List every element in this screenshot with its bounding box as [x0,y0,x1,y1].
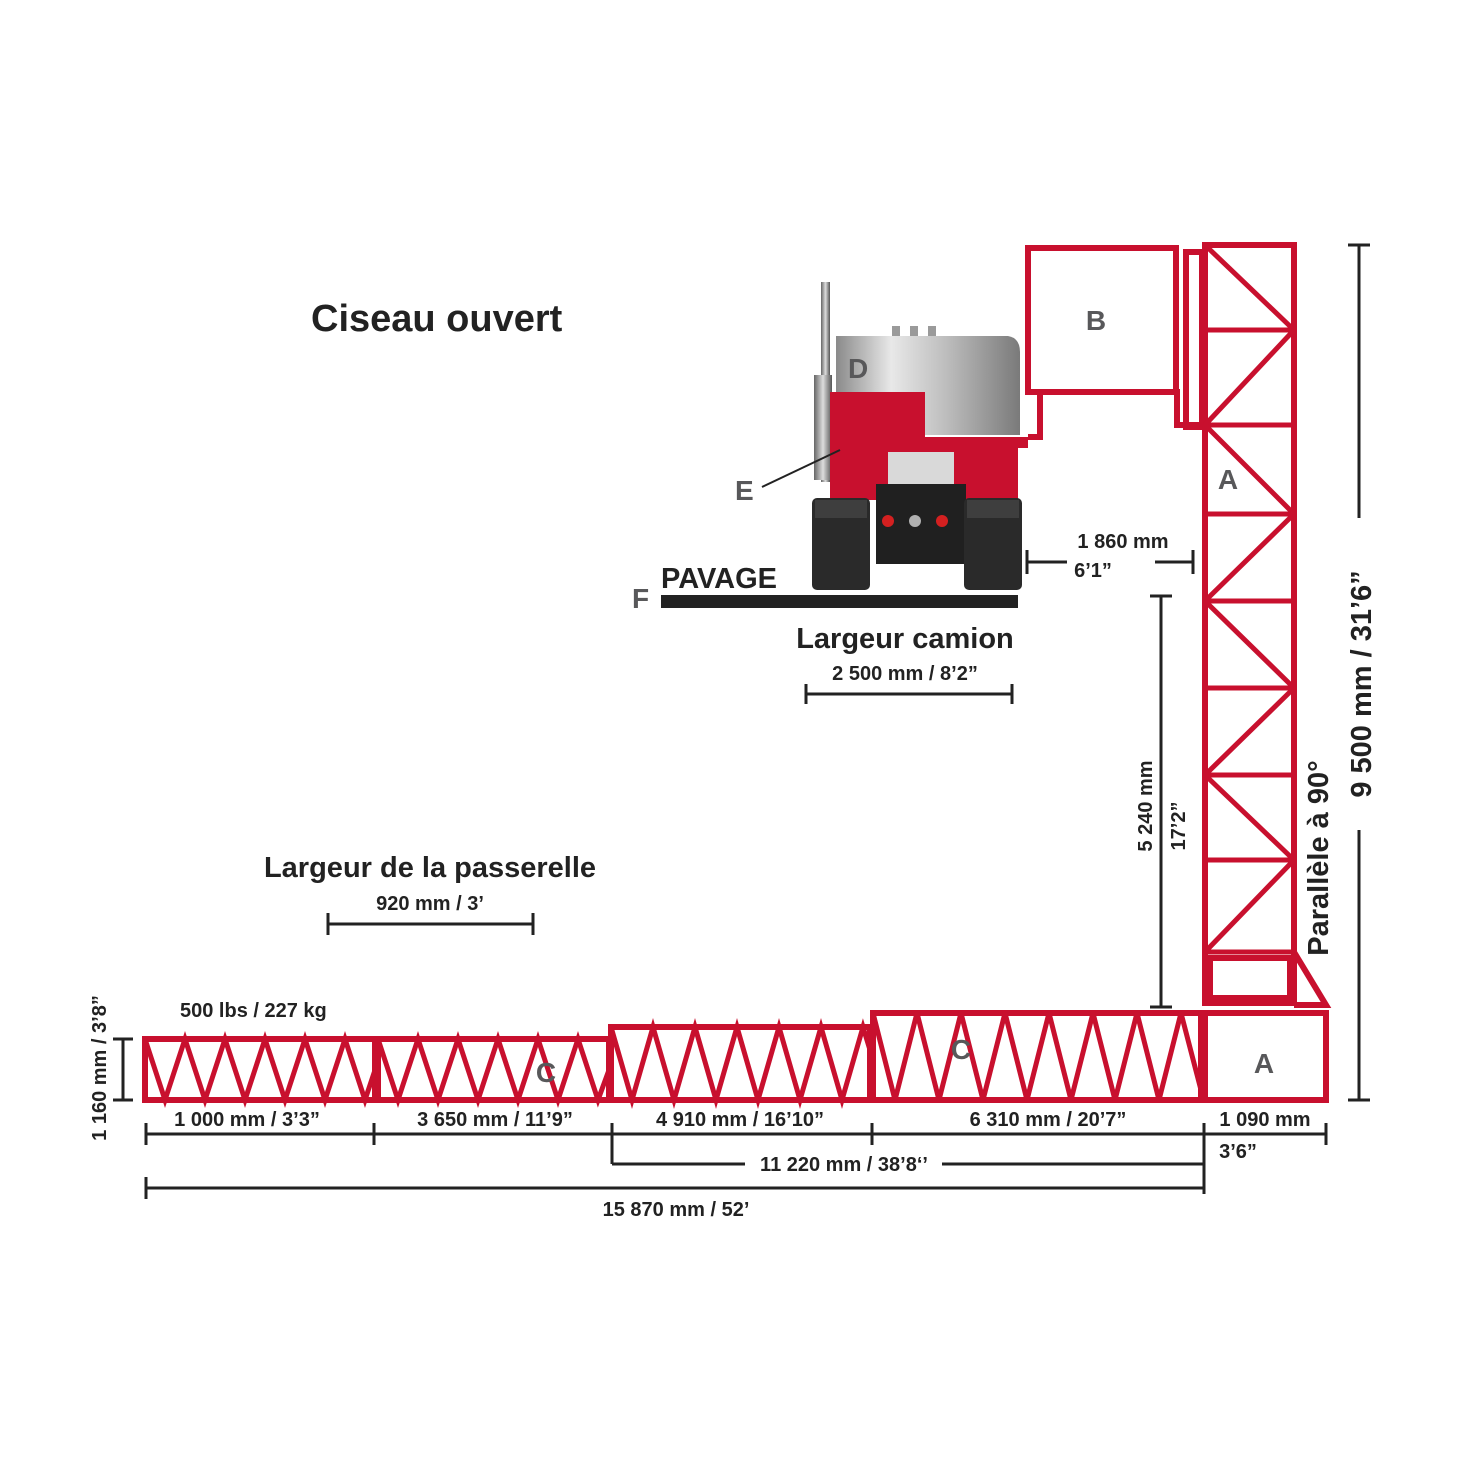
total-height: 9 500 mm / 31’6” [1346,570,1378,797]
label-d: D [848,353,868,384]
section-b [1025,245,1205,440]
label-a-base: A [1254,1048,1274,1079]
label-b: B [1086,305,1106,336]
label-e-leader [761,449,841,488]
segment-4-label: 6 310 mm / 20’7” [970,1109,1127,1131]
vertical-reach-mm: 5 240 mm [1135,760,1157,851]
clearance-dimension [1025,550,1195,574]
walkway-width-value: 920 mm / 3’ [376,893,484,915]
segment-5-label: 1 090 mm [1219,1109,1310,1131]
vertical-reach-ft: 17’2” [1168,802,1190,851]
label-e: E [735,475,754,506]
load-rating: 500 lbs / 227 kg [180,1000,327,1022]
label-f: F [632,583,649,614]
walkway-seg-3 [608,1017,873,1110]
clearance-ft: 6’1” [1074,560,1112,582]
parallel-note: Parallèle à 90° [1303,760,1335,955]
label-c-first: C [536,1057,556,1088]
truck-width-dimension [804,684,1014,704]
span-11220-dimension [610,1132,1206,1194]
clearance-mm: 1 860 mm [1077,531,1168,553]
span-total-label: 15 870 mm / 52’ [603,1199,750,1221]
vertical-reach-dimension [1150,594,1172,1009]
walkway-height: 1 160 mm / 3’8” [89,995,111,1141]
pavement-line [661,595,1018,608]
label-c-second: C [951,1034,971,1065]
span-total-dimension [144,1177,1204,1199]
segment-1-label: 1 000 mm / 3’3” [174,1109,320,1131]
span-11220-label: 11 220 mm / 38’8‘’ [760,1154,928,1176]
total-height-dimension [1348,243,1370,1102]
truck-rear-view [812,282,1028,590]
truck-width-title: Largeur camion [796,623,1014,655]
section-a-base [1202,1010,1329,1103]
segment-5-label-ft: 3’6” [1219,1141,1257,1163]
walkway-width-title: Largeur de la passerelle [264,852,596,884]
label-a-tower: A [1218,464,1238,495]
pavement-label: PAVAGE [661,563,777,595]
walkway-seg-1 [142,1030,378,1109]
diagram-title: Ciseau ouvert [311,298,563,340]
walkway-width-dimension [326,913,535,935]
truck-width-value: 2 500 mm / 8’2” [832,663,978,685]
walkway-seg-4 [870,1010,1204,1103]
segment-3-label: 4 910 mm / 16’10” [656,1109,824,1131]
walkway-seg-2 [375,1030,612,1109]
walkway-height-dimension [113,1037,133,1102]
tower-a [1202,242,1332,1008]
segment-2-label: 3 650 mm / 11’9” [417,1109,573,1131]
